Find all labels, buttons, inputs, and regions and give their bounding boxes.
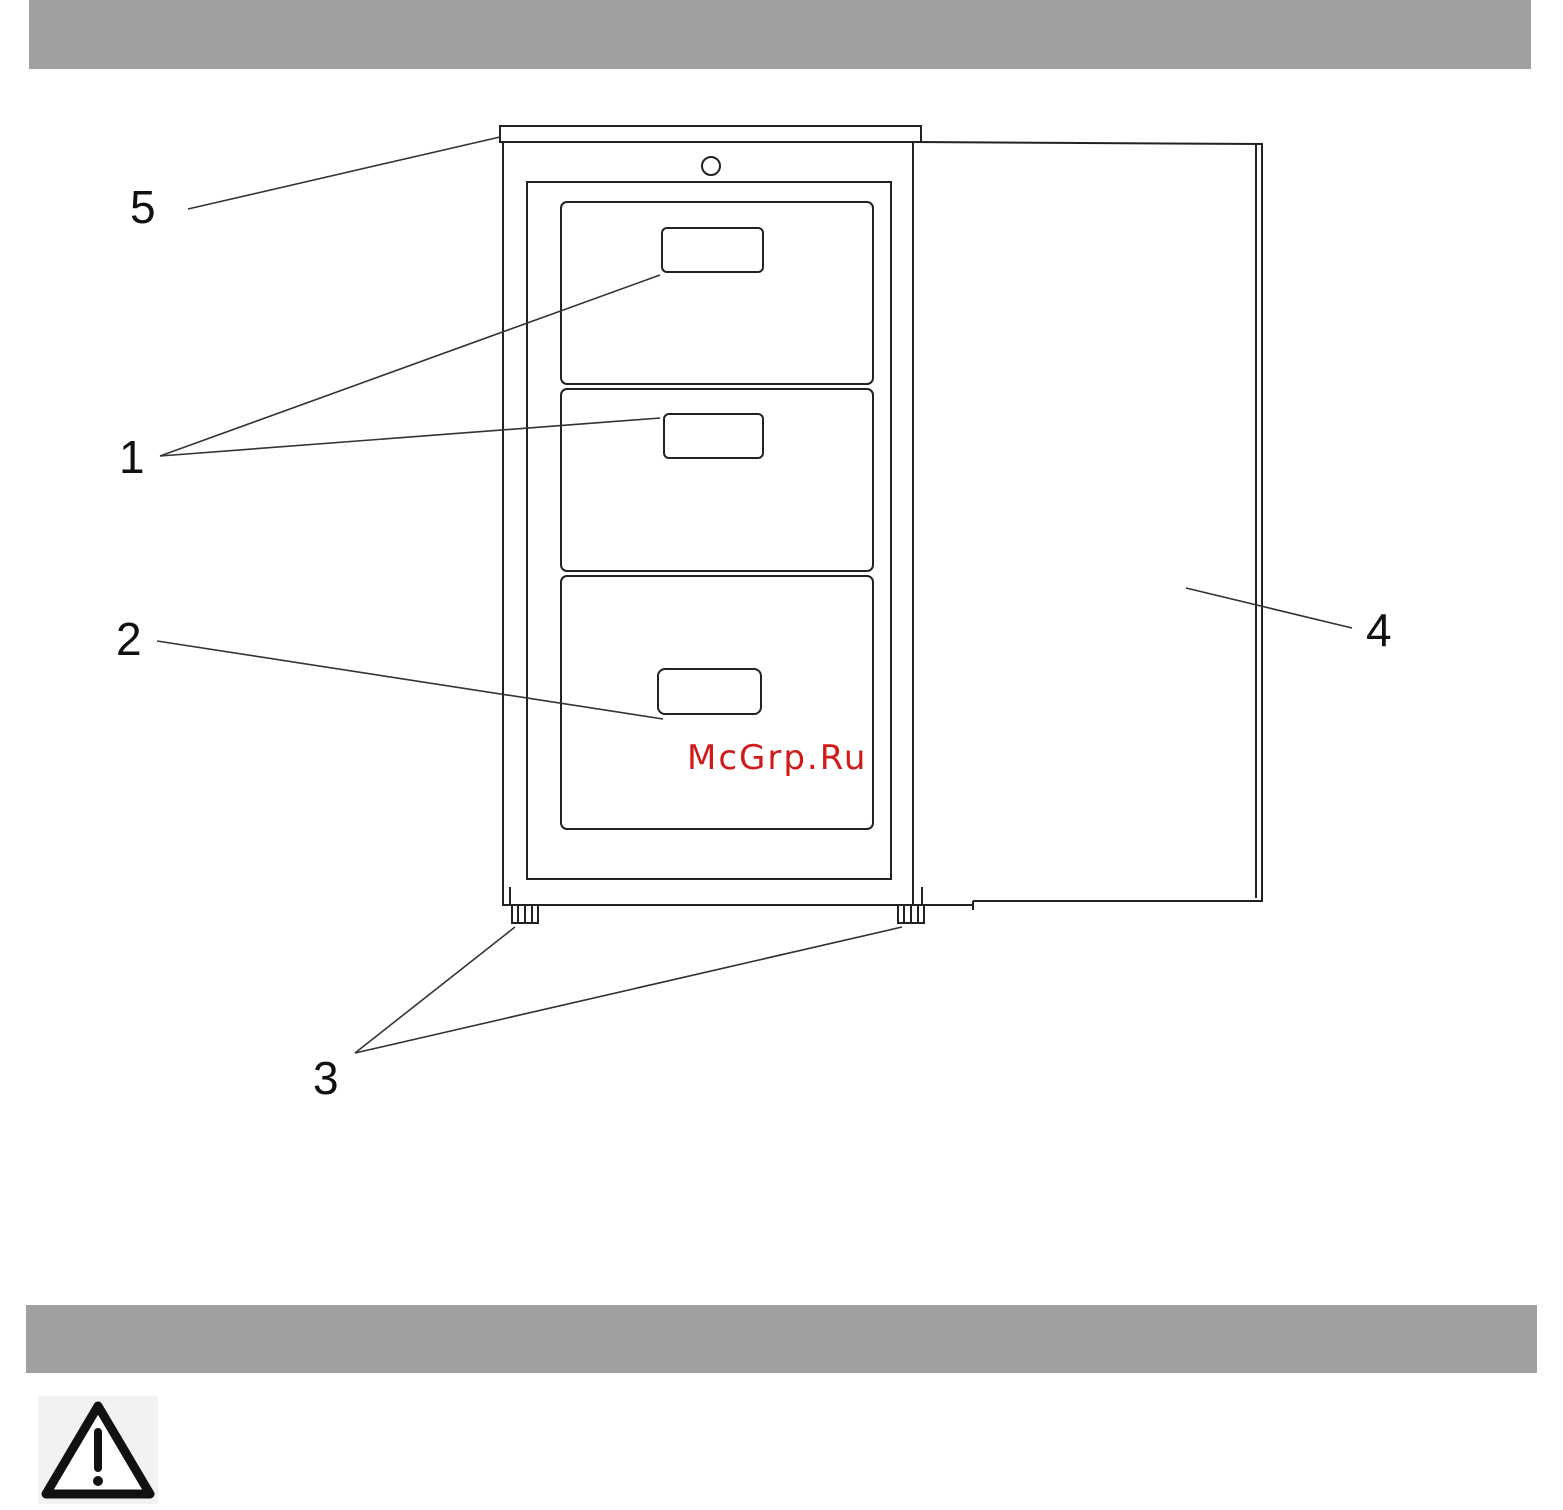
lock	[702, 157, 720, 175]
drawer-middle	[561, 389, 873, 571]
drawer-handle-top	[662, 228, 763, 272]
callout-2: 2	[116, 616, 142, 662]
door-open	[913, 142, 1262, 901]
leader-2	[157, 641, 663, 719]
callout-3: 3	[313, 1055, 339, 1101]
section-bar	[26, 1305, 1537, 1373]
leader-1a	[160, 275, 660, 456]
leader-4	[1186, 588, 1352, 628]
worktop	[500, 126, 921, 142]
callout-4: 4	[1366, 607, 1392, 653]
cabinet-body	[503, 142, 913, 905]
drawer-top	[561, 202, 873, 384]
callout-1: 1	[119, 434, 145, 480]
drawer-handle-bottom	[658, 669, 761, 714]
drawer-handle-middle	[664, 414, 763, 458]
freezer-diagram	[0, 0, 1563, 1200]
leader-5	[188, 137, 500, 209]
callout-5: 5	[130, 184, 156, 230]
drawer-bottom	[561, 576, 873, 829]
watermark-text: McGrp.Ru	[687, 738, 867, 778]
warning-triangle-icon	[38, 1396, 158, 1504]
leader-1b	[160, 418, 660, 456]
leader-3b	[355, 927, 902, 1053]
